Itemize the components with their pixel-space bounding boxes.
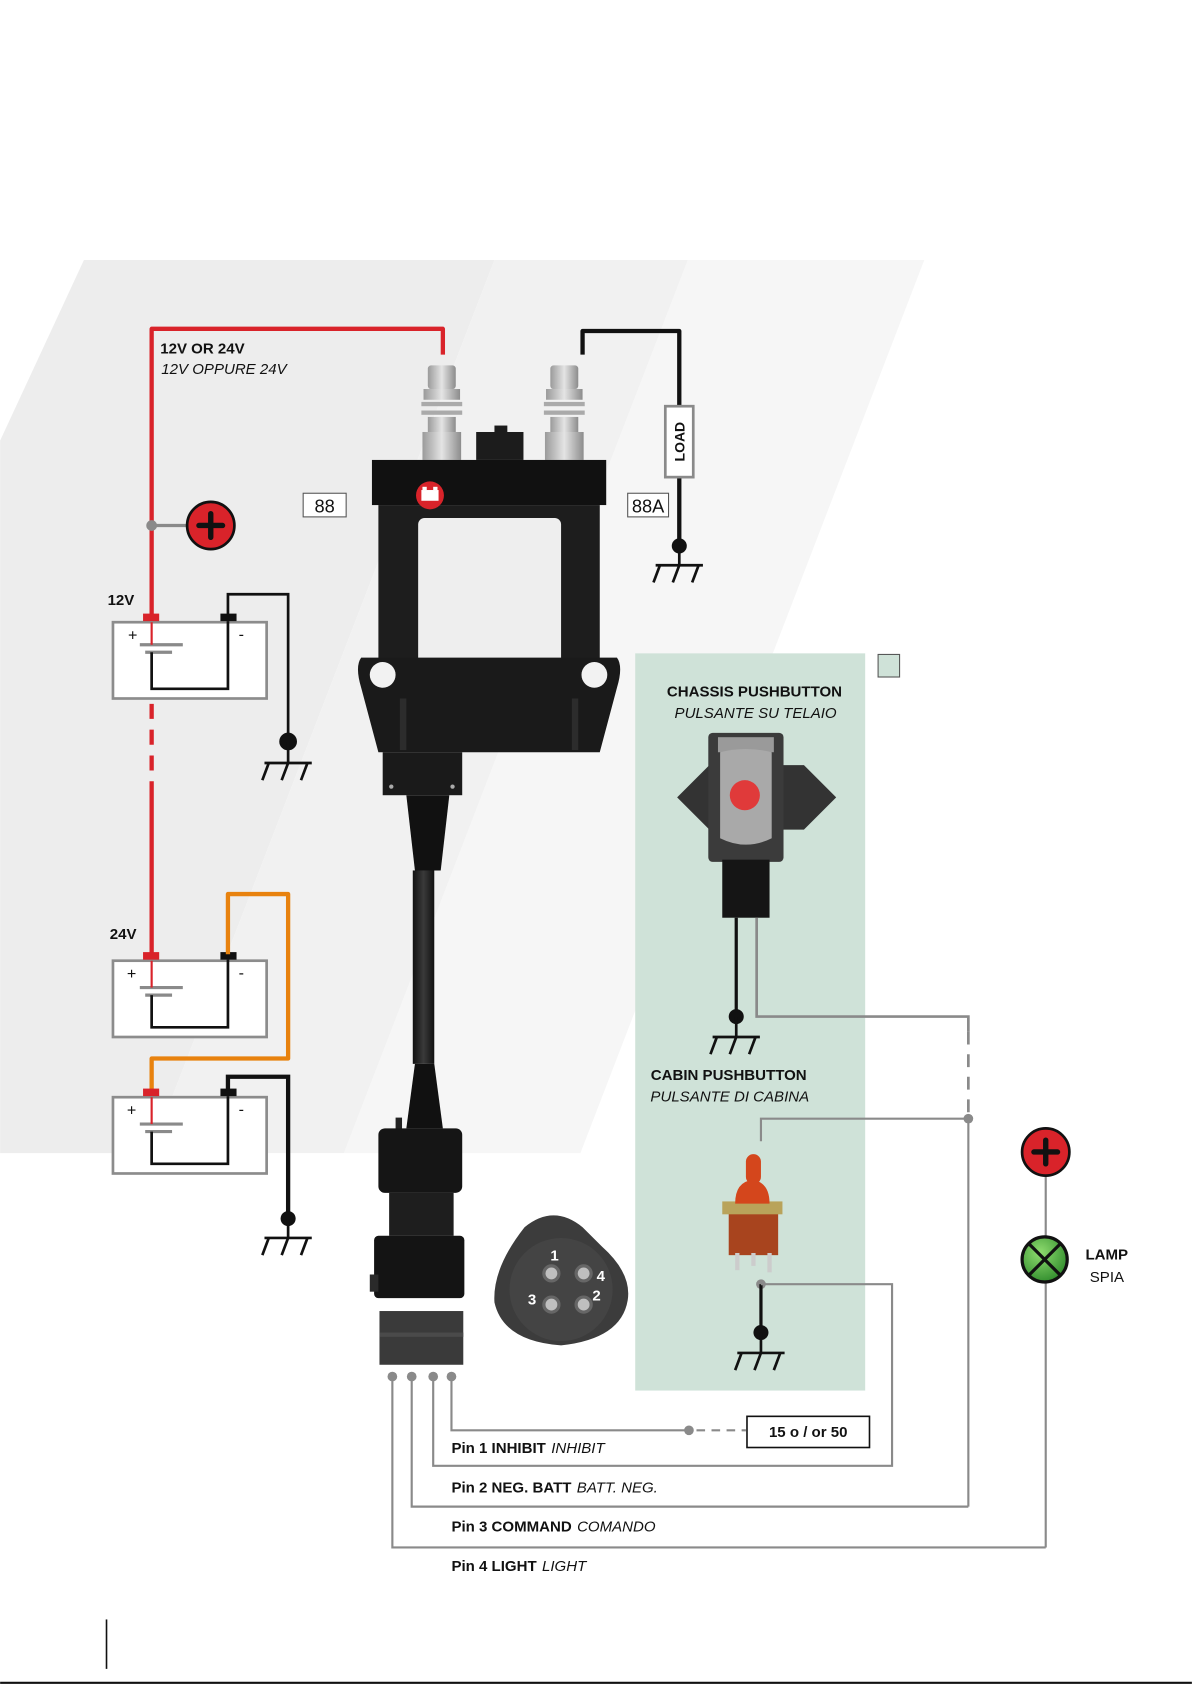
battery-12v-minus: - [239, 625, 244, 643]
chassis-pushbutton-subtitle: PULSANTE SU TELAIO [675, 705, 837, 722]
pin-3-name: Pin 3 COMMAND [451, 1518, 571, 1535]
pin-2-translation: BATT. NEG. [577, 1480, 658, 1497]
connector-pin-3-label: 3 [528, 1292, 536, 1309]
connector-pin-1-label: 1 [550, 1248, 558, 1265]
battery-24v-top-plus: + [127, 965, 136, 983]
ignition-key-label: 15 o / or 50 [769, 1424, 848, 1441]
terminal-88a-label: 88A [632, 496, 665, 517]
chassis-pushbutton-title: CHASSIS PUSHBUTTON [667, 683, 842, 700]
pin-legend-1: Pin 1 INHIBIT INHIBIT [451, 1440, 606, 1457]
positive-terminal-icon [187, 502, 234, 549]
cabin-pushbutton-subtitle: PULSANTE DI CABINA [650, 1088, 809, 1105]
supply-subtitle: 12V OPPURE 24V [161, 361, 288, 378]
supply-title: 12V OR 24V [160, 341, 244, 358]
battery-24v-bottom-plus: + [127, 1101, 136, 1119]
panel-legend-swatch [878, 654, 899, 677]
pin-legend-3: Pin 3 COMMAND COMANDO [451, 1518, 655, 1535]
lamp-subtitle: SPIA [1090, 1269, 1124, 1286]
battery-12v-label: 12V [108, 592, 135, 609]
pin-4-translation: LIGHT [542, 1558, 588, 1575]
pin-legend-2: Pin 2 NEG. BATT BATT. NEG. [451, 1480, 657, 1497]
battery-24v-bottom-minus: - [239, 1100, 244, 1118]
ground-icon [262, 1219, 311, 1256]
battery-24v-top-minus: - [239, 964, 244, 982]
cabin-pushbutton-title: CABIN PUSHBUTTON [651, 1067, 807, 1084]
pin-2-name: Pin 2 NEG. BATT [451, 1480, 572, 1497]
pin-1-translation: INHIBIT [551, 1440, 606, 1457]
lamp-icon [1022, 1237, 1067, 1282]
pin-1-name: Pin 1 INHIBIT [451, 1440, 546, 1457]
connector-face: 1 2 3 4 [494, 1215, 628, 1345]
terminal-88-label: 88 [315, 496, 335, 517]
connector-pin-2-label: 2 [592, 1287, 600, 1304]
ignition-key-box: 15 o / or 50 [747, 1416, 870, 1447]
load-box: LOAD [665, 406, 693, 477]
load-label: LOAD [672, 422, 688, 462]
battery-24v-label: 24V [110, 926, 137, 943]
pin-3-translation: COMANDO [577, 1518, 656, 1535]
pin-4-name: Pin 4 LIGHT [451, 1558, 537, 1575]
battery-icon [416, 481, 444, 509]
positive-terminal-icon [1022, 1128, 1069, 1175]
pin-legend-4: Pin 4 LIGHT LIGHT [451, 1558, 588, 1575]
lamp-title: LAMP [1085, 1246, 1128, 1263]
battery-12v-plus: + [128, 626, 137, 644]
terminal-88-tag: 88 [303, 493, 346, 517]
connector-pin-4-label: 4 [597, 1268, 606, 1285]
terminal-88a-tag: 88A [628, 493, 669, 517]
